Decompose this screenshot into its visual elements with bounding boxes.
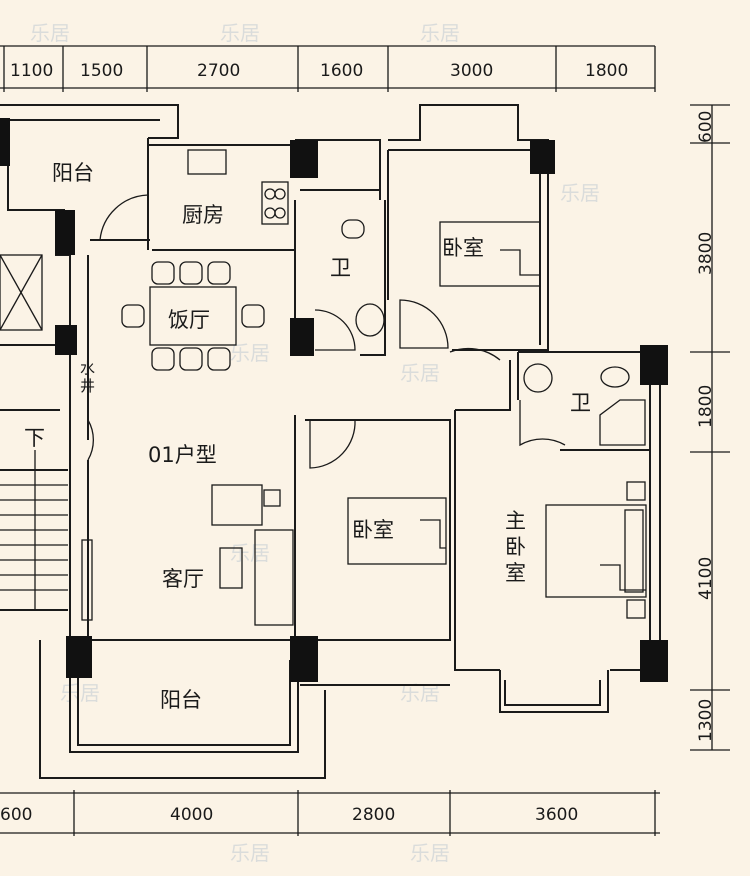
watermark-text: 乐居 — [230, 841, 270, 865]
label-water-well: 水井 — [80, 359, 95, 395]
label-bath-2: 卫 — [570, 391, 591, 415]
dim-top-3: 2700 — [197, 61, 240, 81]
dim-top-2: 1500 — [80, 61, 123, 81]
watermark-text: 乐居 — [230, 341, 270, 365]
label-kitchen: 厨房 — [182, 203, 224, 227]
walls — [0, 104, 661, 779]
svg-text:水井: 水井 — [80, 359, 95, 395]
label-bedroom-2: 卧室 — [352, 518, 394, 542]
label-balcony-bottom: 阳台 — [160, 688, 202, 712]
dim-right-4: 4100 — [696, 557, 716, 600]
furniture — [81, 149, 647, 626]
label-dining: 饭厅 — [168, 308, 210, 332]
dim-bottom-2: 4000 — [170, 805, 213, 825]
dim-right-3: 1800 — [696, 385, 716, 428]
watermark-text: 乐居 — [420, 21, 460, 45]
room-labels: 阳台 厨房 饭厅 卫 卧室 水井 卫 下 01户型 客厅 卧室 主卧室 阳台 — [24, 161, 591, 712]
watermark-text: 乐居 — [410, 841, 450, 865]
dim-top-5: 3000 — [450, 61, 493, 81]
stair-treads — [0, 254, 68, 610]
dim-right-1: 600 — [696, 111, 716, 143]
watermarks: 乐居 乐居 乐居 乐居 乐居 乐居 乐居 乐居 乐居 乐居 乐居 — [30, 21, 600, 865]
columns — [0, 118, 668, 682]
watermark-text: 乐居 — [30, 21, 70, 45]
label-stairs-down: 下 — [24, 426, 45, 450]
dimension-top: 1100 1500 2700 1600 3000 1800 — [0, 45, 656, 92]
label-unit-type: 01户型 — [148, 443, 217, 467]
label-master-bedroom: 主卧室 — [505, 509, 526, 585]
dim-bottom-1: 600 — [0, 805, 32, 825]
dim-right-2: 3800 — [696, 232, 716, 275]
doors — [87, 194, 566, 469]
dim-top-4: 1600 — [320, 61, 363, 81]
dim-bottom-3: 2800 — [352, 805, 395, 825]
dim-right-5: 1300 — [696, 699, 716, 742]
label-bedroom-1: 卧室 — [442, 236, 484, 260]
label-living: 客厅 — [162, 567, 204, 591]
watermark-text: 乐居 — [230, 541, 270, 565]
watermark-text: 乐居 — [560, 181, 600, 205]
label-balcony-top: 阳台 — [52, 161, 94, 185]
watermark-text: 乐居 — [220, 21, 260, 45]
dimension-bottom: 600 4000 2800 3600 — [0, 790, 660, 836]
dim-bottom-4: 3600 — [535, 805, 578, 825]
dim-top-6: 1800 — [585, 61, 628, 81]
dimension-right: 600 3800 1800 4100 1300 — [690, 104, 730, 751]
dim-top-1: 1100 — [10, 61, 53, 81]
watermark-text: 乐居 — [60, 681, 100, 705]
watermark-text: 乐居 — [400, 361, 440, 385]
label-bath-1: 卫 — [330, 256, 351, 280]
